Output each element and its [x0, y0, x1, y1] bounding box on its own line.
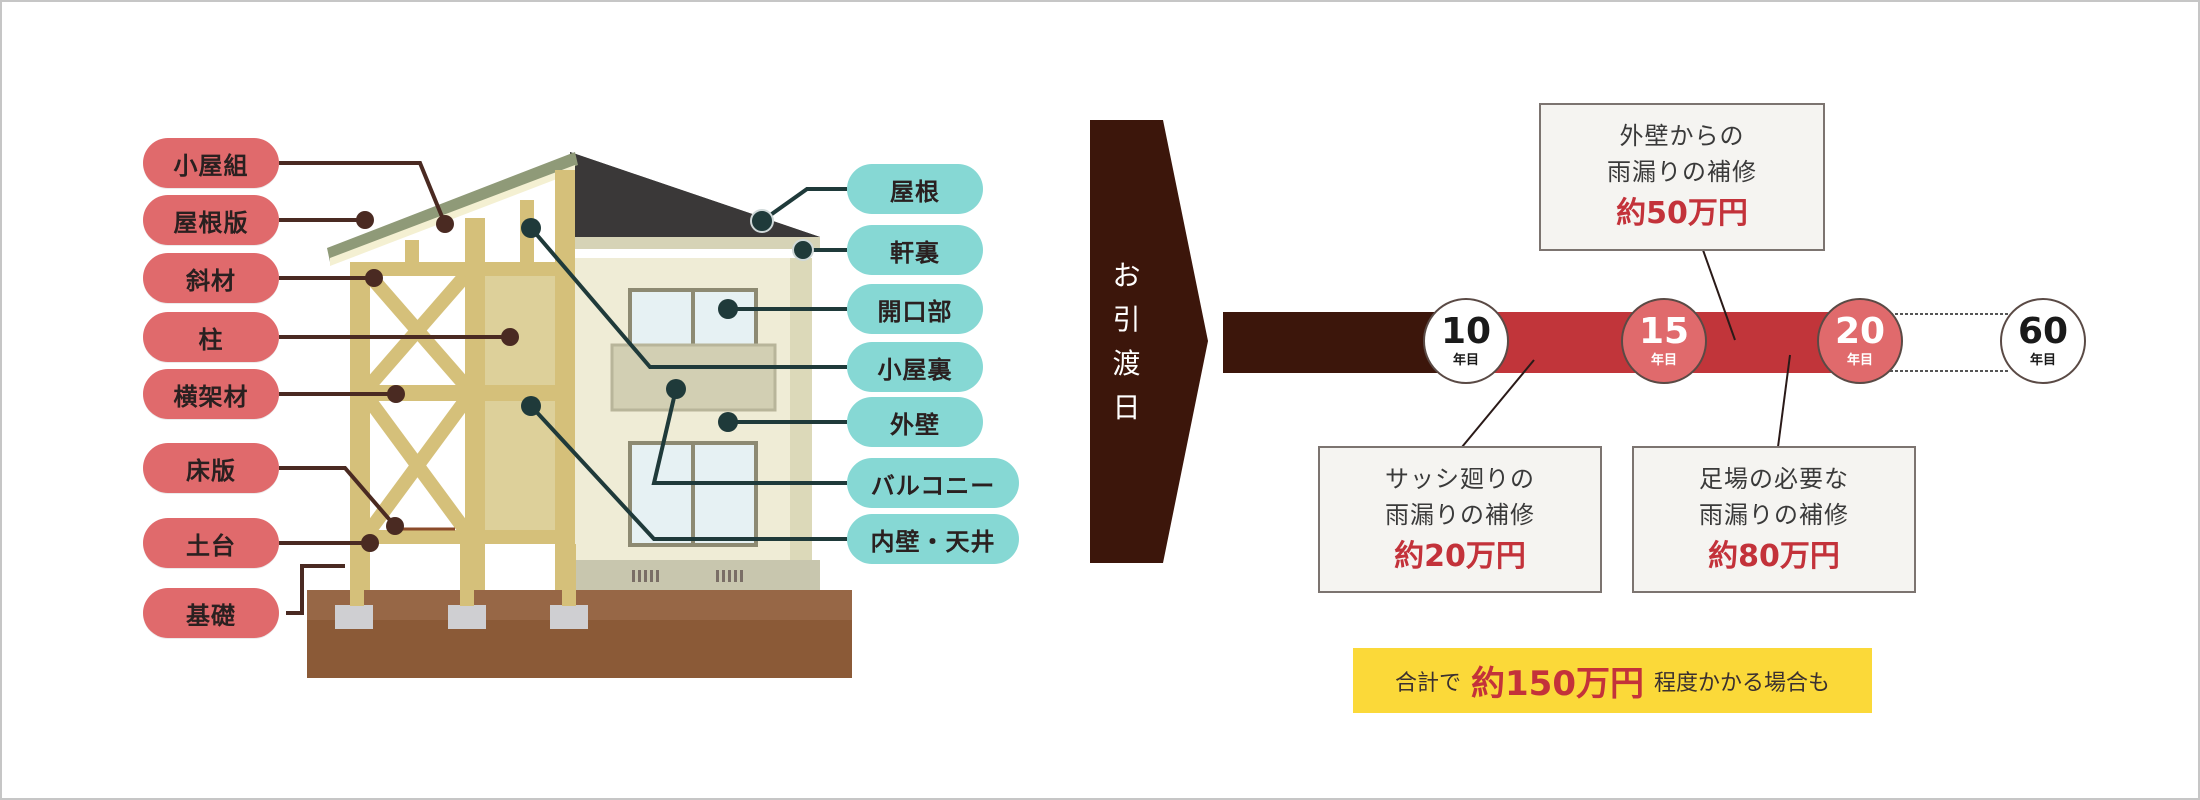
- handover-char: お: [1112, 258, 1141, 292]
- label-dodai: 土台: [143, 518, 279, 568]
- label-balcony: バルコニー: [847, 458, 1019, 508]
- total-suffix: 程度かかる場合も: [1653, 670, 1830, 696]
- label-naiheki-tenjo: 内壁・天井: [847, 514, 1019, 564]
- handover-char: 引: [1112, 302, 1141, 336]
- balcony: [610, 343, 777, 412]
- callout-scaffold-repair: 足場の必要な 雨漏りの補修 約80万円: [1632, 446, 1916, 593]
- handover-char: 渡: [1112, 346, 1141, 380]
- callout-line: 雨漏りの補修: [1607, 158, 1757, 186]
- label-kaikoubu: 開口部: [847, 284, 983, 334]
- label-nokiura: 軒裏: [847, 225, 983, 275]
- milestone-60-years: 60 年目: [2000, 298, 2086, 384]
- label-gaiheki: 外壁: [847, 397, 983, 447]
- handover-char: 日: [1112, 390, 1141, 424]
- handover-day-label: お 引 渡 日: [1090, 120, 1163, 563]
- total-amount: 約150万円: [1471, 664, 1644, 704]
- milestone-number: 15: [1638, 310, 1690, 352]
- eaves: [570, 237, 820, 249]
- label-shazai: 斜材: [143, 253, 279, 303]
- label-koyagumi: 小屋組: [143, 138, 279, 188]
- milestone-15-years: 15 年目: [1621, 298, 1707, 384]
- total-cost-banner: 合計で 約150万円 程度かかる場合も: [1353, 648, 1872, 713]
- milestone-number: 20: [1834, 310, 1886, 352]
- callout-price: 約80万円: [1708, 538, 1840, 574]
- callout-exterior-wall-repair: 外壁からの 雨漏りの補修 約50万円: [1539, 103, 1825, 251]
- label-kiso: 基礎: [143, 588, 279, 638]
- milestone-10-years: 10 年目: [1423, 298, 1509, 384]
- callout-line: 雨漏りの補修: [1385, 500, 1535, 529]
- total-prefix: 合計で: [1394, 670, 1461, 696]
- callout-line: 雨漏りの補修: [1699, 500, 1849, 529]
- callout-line: 足場の必要な: [1699, 464, 1849, 493]
- label-yanelita: 屋根版: [143, 195, 279, 245]
- milestone-number: 60: [2017, 310, 2069, 352]
- milestone-unit: 年目: [1846, 352, 1873, 368]
- callout-price: 約50万円: [1616, 196, 1748, 231]
- milestone-20-years: 20 年目: [1817, 298, 1903, 384]
- label-koyaura: 小屋裏: [847, 342, 983, 392]
- milestone-unit: 年目: [1452, 352, 1479, 368]
- callout-price: 約20万円: [1394, 538, 1526, 574]
- label-yane: 屋根: [847, 164, 983, 214]
- milestone-unit: 年目: [2029, 352, 2056, 368]
- label-yukaita: 床版: [143, 443, 279, 493]
- label-yokokazai: 横架材: [143, 369, 279, 419]
- callout-line: サッシ廻りの: [1385, 464, 1535, 493]
- milestone-unit: 年目: [1650, 352, 1677, 368]
- callout-sash-repair: サッシ廻りの 雨漏りの補修 約20万円: [1318, 446, 1602, 593]
- callout-line: 外壁からの: [1619, 122, 1745, 150]
- start-arrow-tip: [1163, 120, 1208, 563]
- label-hashira: 柱: [143, 312, 279, 362]
- milestone-number: 10: [1440, 310, 1492, 352]
